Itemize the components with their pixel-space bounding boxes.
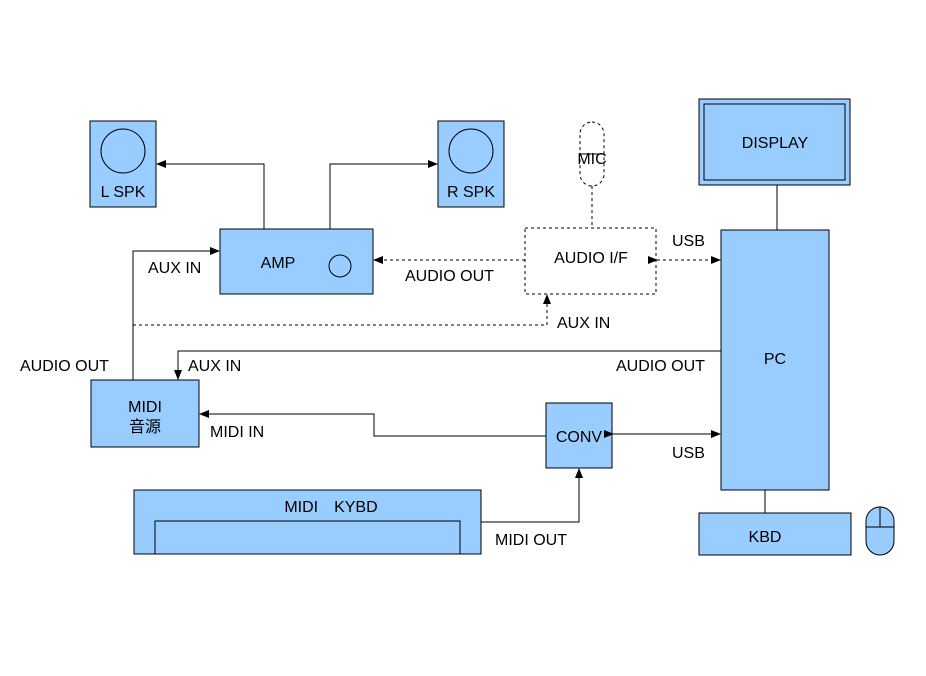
converter-to-midi-module-wire — [199, 410, 546, 437]
audio-out-pc-label: AUDIO OUT — [616, 358, 705, 375]
usb-interface-label: USB — [672, 233, 705, 250]
usb-converter-label: USB — [672, 445, 705, 462]
audio-out-midi-label: AUDIO OUT — [20, 358, 109, 375]
midi-sound-module: MIDI 音源 — [90, 379, 200, 448]
amp-to-right-speaker-wire — [329, 160, 438, 229]
aux-in-interface-label: AUX IN — [557, 315, 610, 332]
midi-out-label: MIDI OUT — [495, 532, 567, 549]
audio-out-interface-label: AUDIO OUT — [405, 268, 494, 285]
speaker-cone-icon — [100, 128, 146, 174]
audio-interface: AUDIO I/F — [524, 227, 657, 295]
midi-keyboard: MIDI KYBD — [133, 489, 482, 555]
volume-knob-icon — [328, 254, 352, 278]
midi-converter: CONV — [545, 402, 613, 469]
midi-module-to-amp-wire — [132, 247, 220, 380]
amp: AMP — [219, 228, 374, 295]
pc: PC — [720, 229, 830, 491]
midi-keyboard-label: MIDI KYBD — [284, 499, 377, 516]
midi-keyboard-to-converter-wire — [481, 468, 583, 523]
aux-in-midi-label: AUX IN — [188, 358, 241, 375]
midi-module-label-line2: 音源 — [129, 418, 161, 436]
microphone: MIC — [577, 121, 607, 187]
midi-module-label-line1: MIDI — [128, 399, 162, 416]
display: DISPLAY — [698, 98, 851, 186]
mic-label: MIC — [577, 151, 606, 168]
kbd-label: KBD — [749, 529, 782, 546]
amp-label: AMP — [261, 255, 296, 272]
left-speaker-label: L SPK — [101, 184, 146, 201]
pc-to-midi-module-wire — [174, 350, 721, 380]
pc-keyboard: KBD — [698, 512, 852, 556]
speaker-cone-icon — [448, 128, 494, 174]
left-speaker: L SPK — [89, 120, 157, 208]
display-label: DISPLAY — [742, 135, 809, 152]
conv-label: CONV — [556, 429, 603, 446]
amp-to-left-speaker-wire — [156, 160, 265, 229]
aux-in-amp-label: AUX IN — [148, 260, 201, 277]
right-speaker-label: R SPK — [447, 184, 495, 201]
midi-in-label: MIDI IN — [210, 424, 264, 441]
audio-interface-label: AUDIO I/F — [554, 250, 628, 267]
mouse-icon — [865, 506, 895, 556]
right-speaker: R SPK — [437, 120, 505, 208]
pc-label: PC — [764, 351, 786, 368]
midi-module-to-audio-interface-wire — [133, 294, 551, 326]
